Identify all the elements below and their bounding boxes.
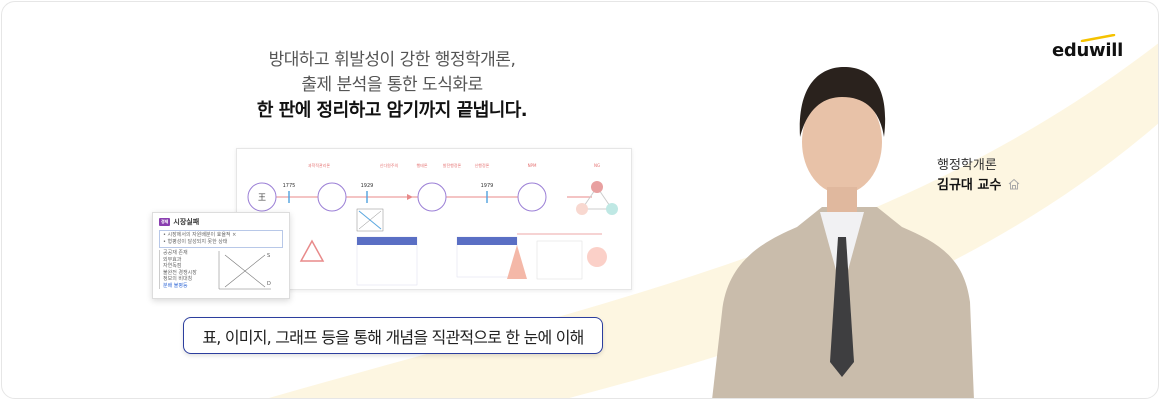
headline: 방대하고 휘발성이 강한 행정학개론, 출제 분석을 통한 도식화로 한 판에 … xyxy=(192,48,592,123)
feature-caption: 표, 이미지, 그래프 등을 통해 개념을 직관적으로 한 눈에 이해 xyxy=(183,317,603,354)
logo-swoosh-icon xyxy=(1080,34,1116,42)
home-icon[interactable] xyxy=(1007,177,1021,191)
svg-text:발전행정론: 발전행정론 xyxy=(443,162,462,168)
svg-text:1929: 1929 xyxy=(361,183,374,189)
timeline-diagram: 王 1775 1929 1979 과학적관리론 신다원주의 행태론 발전행정론 … xyxy=(247,162,618,286)
category-tag: 경제 xyxy=(159,218,171,226)
svg-text:행태론: 행태론 xyxy=(416,162,427,168)
svg-text:王: 王 xyxy=(258,193,266,202)
headline-line-3: 한 판에 정리하고 암기까지 끝냅니다. xyxy=(256,100,528,121)
svg-text:NG: NG xyxy=(594,163,600,168)
diagram-preview: 王 1775 1929 1979 과학적관리론 신다원주의 행태론 발전행정론 … xyxy=(236,148,632,290)
eduwill-logo[interactable]: eduwill xyxy=(1052,40,1123,61)
supply-demand-graph: S D xyxy=(218,251,271,290)
svg-text:신다원주의: 신다원주의 xyxy=(380,162,399,168)
headline-line-1: 방대하고 휘발성이 강한 행정학개론, xyxy=(268,50,516,70)
professor-subject: 행정학개론 xyxy=(937,158,997,173)
market-failure-popup: 경제 시장실패 • 시장에서의 자원배분이 효율적 × • 형평성이 달성되지 … xyxy=(152,212,290,299)
headline-line-2: 출제 분석을 통한 도식화로 xyxy=(301,75,483,95)
professor-name-row: 김규대 교수 xyxy=(937,174,1021,193)
popup-definition: • 시장에서의 자원배분이 효율적 × • 형평성이 달성되지 못한 상태 xyxy=(159,230,283,248)
popup-title: 시장실패 xyxy=(173,218,200,226)
svg-text:D: D xyxy=(267,281,271,287)
professor-photo xyxy=(712,67,974,398)
svg-text:S: S xyxy=(267,253,270,259)
svg-text:과학적관리론: 과학적관리론 xyxy=(308,162,330,168)
svg-text:NPM: NPM xyxy=(528,163,537,168)
popup-list: 공공재 존재 외부효과 자연독점 불완전 경쟁시장 정보의 비대칭 분배 불평등 xyxy=(159,250,209,289)
svg-text:1775: 1775 xyxy=(283,183,296,189)
svg-text:1979: 1979 xyxy=(481,183,494,189)
professor-name: 김규대 교수 xyxy=(937,178,1002,193)
svg-text:신행정론: 신행정론 xyxy=(475,162,490,168)
